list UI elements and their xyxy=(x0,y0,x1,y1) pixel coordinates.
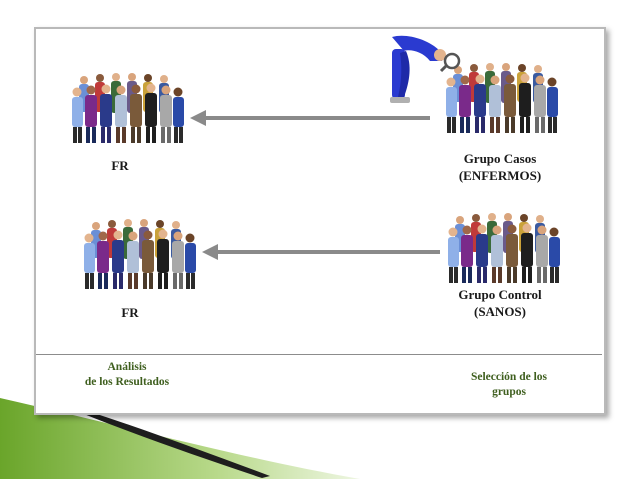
group-selection-label: Selección de los grupos xyxy=(444,370,574,400)
selection-line2: grupos xyxy=(492,386,526,398)
footer-divider xyxy=(36,354,602,355)
fr-label-bottom: FR xyxy=(121,305,139,320)
crowd-of-people-icon xyxy=(448,213,560,283)
arrow-left-icon xyxy=(190,110,430,126)
fr-label-top: FR xyxy=(111,158,129,173)
arrow-left-icon xyxy=(202,244,440,260)
cases-group-label: Grupo Casos (ENFERMOS) xyxy=(430,150,570,184)
control-group-label: Grupo Control (SANOS) xyxy=(430,286,570,320)
control-group-subtitle: (SANOS) xyxy=(473,304,526,319)
crowd-of-people-icon xyxy=(84,219,196,289)
magnifier-person-icon xyxy=(390,35,461,103)
selection-line1: Selección de los xyxy=(470,371,548,383)
analysis-results-label: Análisis de los Resultados xyxy=(62,360,192,390)
crowd-of-people-icon xyxy=(72,73,184,143)
analysis-line1: Análisis xyxy=(107,361,147,373)
analysis-line2: de los Resultados xyxy=(84,376,170,388)
decorative-swoosh xyxy=(0,396,360,479)
cases-group-title: Grupo Casos xyxy=(463,151,537,166)
cases-group-subtitle: (ENFERMOS) xyxy=(458,168,542,183)
control-group-title: Grupo Control xyxy=(458,287,542,302)
